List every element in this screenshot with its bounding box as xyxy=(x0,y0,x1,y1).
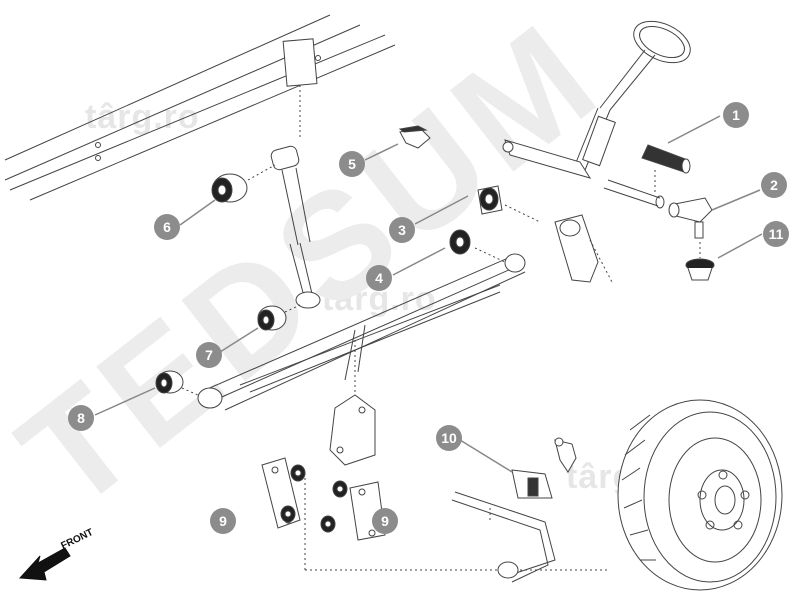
front-arrow-icon xyxy=(18,547,71,581)
callout-5: 5 xyxy=(339,151,365,177)
shackle-assembly xyxy=(261,457,610,571)
chassis-frame xyxy=(4,14,396,201)
sway-bar-bushing xyxy=(511,437,577,499)
callout-9-right: 9 xyxy=(372,508,398,534)
callout-8: 8 xyxy=(68,405,94,431)
callout-7: 7 xyxy=(196,342,222,368)
wheel-tire xyxy=(617,399,783,591)
steering-assembly xyxy=(502,20,691,209)
callout-2: 2 xyxy=(761,172,787,198)
steering-bellow xyxy=(641,144,691,192)
callout-11: 11 xyxy=(763,221,789,247)
leader-arrows xyxy=(94,115,763,473)
sway-bar xyxy=(451,491,556,583)
callout-10: 10 xyxy=(436,425,462,451)
tie-rod-end xyxy=(668,197,713,239)
front-axle-bushing xyxy=(477,185,541,223)
callout-9-left: 9 xyxy=(210,508,236,534)
cargo-clip xyxy=(398,125,431,149)
leaf-spring xyxy=(197,253,526,411)
ball-joint-boot xyxy=(685,242,715,281)
callout-6: 6 xyxy=(154,214,180,240)
shock-bushing-upper xyxy=(211,164,276,203)
callout-1: 1 xyxy=(723,102,749,128)
spring-hanger xyxy=(329,340,376,466)
watermark-site-1: târg.ro xyxy=(85,98,200,136)
idler-arm xyxy=(554,214,613,283)
shock-bushing-lower xyxy=(257,304,301,331)
callout-3: 3 xyxy=(389,217,415,243)
callout-4: 4 xyxy=(366,265,392,291)
shock-absorber xyxy=(270,145,321,309)
spring-eye-bushing xyxy=(155,370,201,397)
rear-spring-bushing xyxy=(449,229,506,263)
